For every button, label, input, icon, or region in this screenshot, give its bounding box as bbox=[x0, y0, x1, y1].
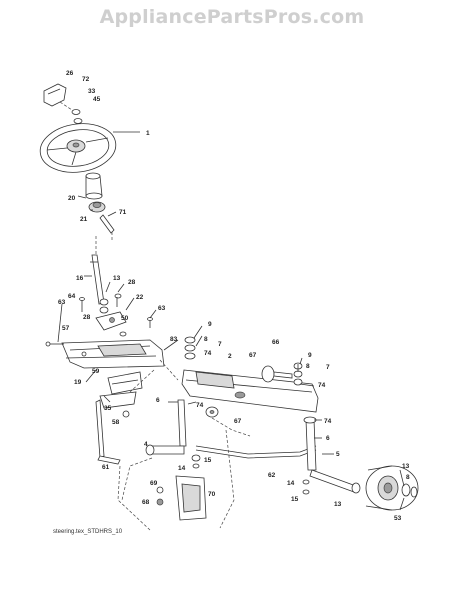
part-label: 13 bbox=[113, 275, 121, 282]
steering-gear bbox=[88, 201, 106, 213]
sector-bolt-58 bbox=[122, 410, 130, 418]
part-label: 67 bbox=[234, 418, 242, 425]
part-label: 15 bbox=[204, 457, 212, 464]
drag-link bbox=[95, 399, 121, 465]
part-label: 62 bbox=[268, 472, 276, 479]
part-label: 14 bbox=[178, 465, 186, 472]
part-label: 15 bbox=[291, 496, 299, 503]
steering-bracket bbox=[61, 339, 165, 369]
part-label: 22 bbox=[136, 294, 144, 301]
left-spindle bbox=[145, 399, 201, 469]
front-axle bbox=[181, 369, 319, 413]
part-label: 13 bbox=[402, 463, 410, 470]
shaft-bushings bbox=[99, 293, 122, 314]
part-label: 83 bbox=[170, 336, 178, 343]
part-label: 53 bbox=[394, 515, 402, 522]
part-label: 9 bbox=[308, 352, 312, 359]
part-label: 2 bbox=[228, 353, 232, 360]
front-wheel bbox=[351, 465, 419, 511]
part-label: 71 bbox=[119, 209, 127, 216]
sector-plate-35 bbox=[99, 391, 137, 409]
part-label: 4 bbox=[144, 441, 148, 448]
small-washers bbox=[71, 109, 83, 124]
part-label: 74 bbox=[324, 418, 332, 425]
sector-gear bbox=[107, 371, 143, 395]
steering-shaft bbox=[90, 254, 105, 305]
part-label: 63 bbox=[158, 305, 166, 312]
axle-bushings-left bbox=[184, 336, 196, 360]
part-label: 70 bbox=[208, 491, 216, 498]
part-label: 61 bbox=[102, 464, 110, 471]
part-label: 8 bbox=[306, 363, 310, 370]
part-label: 64 bbox=[68, 293, 76, 300]
part-label: 14 bbox=[287, 480, 295, 487]
part-label: 28 bbox=[128, 279, 136, 286]
part-label: 68 bbox=[142, 499, 150, 506]
exploded-view-lines bbox=[59, 101, 251, 531]
plate-bolts bbox=[156, 486, 164, 506]
part-label: 50 bbox=[121, 315, 129, 322]
part-label: 35 bbox=[104, 405, 112, 412]
part-label: 1 bbox=[146, 130, 150, 137]
bracket-arm-57 bbox=[45, 341, 64, 347]
part-label: 8 bbox=[406, 474, 410, 481]
part-label: 74 bbox=[318, 382, 326, 389]
part-label: 58 bbox=[112, 419, 120, 426]
diagram-caption: steering.tex_STDHRS_10 bbox=[53, 529, 123, 535]
part-label: 5 bbox=[336, 451, 340, 458]
part-label: 8 bbox=[204, 336, 208, 343]
part-labels: 26 72 33 45 1 20 21 71 16 13 28 64 28 22… bbox=[58, 70, 410, 522]
part-label: 19 bbox=[74, 379, 82, 386]
steering-rod-71 bbox=[99, 214, 115, 234]
part-label: 72 bbox=[82, 76, 90, 83]
steering-hub bbox=[85, 172, 103, 200]
part-label: 20 bbox=[68, 195, 76, 202]
part-label: 45 bbox=[93, 96, 101, 103]
tie-rod-62 bbox=[195, 445, 317, 459]
part-label: 13 bbox=[334, 501, 342, 508]
site-watermark: AppliancePartsPros.com bbox=[99, 6, 365, 28]
part-label: 69 bbox=[150, 480, 158, 487]
part-label: 6 bbox=[156, 397, 160, 404]
right-spindle bbox=[302, 416, 357, 495]
steering-gear-plate bbox=[95, 311, 127, 331]
part-label: 28 bbox=[83, 314, 91, 321]
part-label: 74 bbox=[204, 350, 212, 357]
leader-lines bbox=[57, 131, 405, 511]
part-label: 33 bbox=[88, 88, 96, 95]
part-label: 21 bbox=[80, 216, 88, 223]
spindle-plate bbox=[175, 475, 207, 521]
part-label: 57 bbox=[62, 325, 70, 332]
part-label: 67 bbox=[249, 352, 257, 359]
part-label: 66 bbox=[272, 339, 280, 346]
axle-washer-67 bbox=[205, 406, 219, 418]
part-label: 16 bbox=[76, 275, 84, 282]
steering-wheel bbox=[39, 123, 117, 173]
part-label: 7 bbox=[218, 341, 222, 348]
axle-pivot-bolt bbox=[261, 365, 293, 383]
steering-wheel-cap bbox=[43, 83, 67, 107]
axle-bushings-right bbox=[293, 362, 303, 386]
part-label: 63 bbox=[58, 299, 66, 306]
part-label: 6 bbox=[326, 435, 330, 442]
part-label: 59 bbox=[92, 368, 100, 375]
part-label: 26 bbox=[66, 70, 74, 77]
bracket-bolt-50 bbox=[119, 331, 127, 337]
part-label: 9 bbox=[208, 321, 212, 328]
part-label: 74 bbox=[196, 402, 204, 409]
part-label: 7 bbox=[326, 364, 330, 371]
